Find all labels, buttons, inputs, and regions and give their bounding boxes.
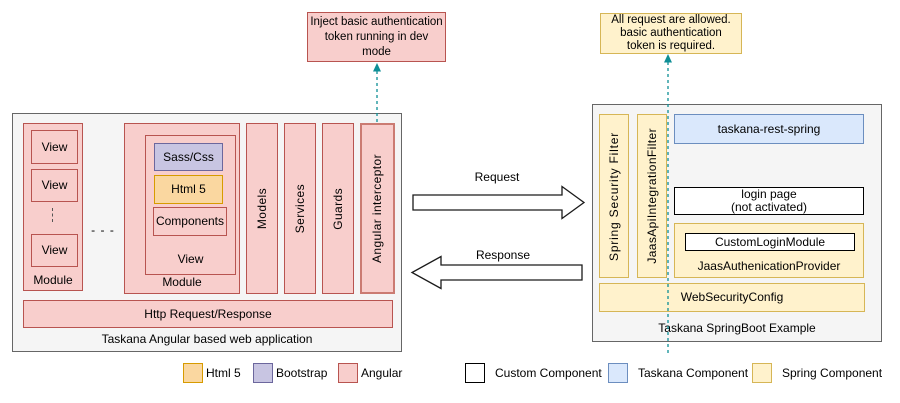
legend-item-angular: Angular (338, 362, 402, 384)
modules-ellipsis: - - - (91, 223, 115, 237)
guards-column: Guards (322, 123, 354, 294)
jaas-authentication-provider-label: JaasAuthenicationProvider (697, 259, 841, 273)
html5-box: Html 5 (154, 175, 223, 204)
angular-interceptor-label: Angular interceptor (370, 154, 384, 263)
legend-item-spring: Spring Component (752, 362, 882, 384)
view-box: View (31, 169, 78, 202)
services-column: Services (284, 123, 316, 294)
custom-component-swatch (465, 363, 485, 383)
sass-css-box: Sass/Css (154, 143, 223, 171)
request-label: Request (474, 170, 520, 184)
angular-swatch (338, 363, 358, 383)
models-label: Models (254, 187, 269, 230)
legend-label: Taskana Component (638, 366, 749, 380)
springboot-title: Taskana SpringBoot Example (658, 321, 816, 335)
dev-token-connector-arrowhead (373, 63, 381, 72)
taskana-rest-spring-box: taskana-rest-spring (674, 114, 864, 144)
auth-connector-arrowhead (664, 54, 672, 63)
legend-label: Spring Component (782, 366, 883, 380)
http-request-response-bar: Http Request/Response (23, 300, 393, 328)
springboot-container: Spring Security Filter JaasApiIntegratio… (592, 104, 882, 342)
response-label: Response (475, 248, 531, 262)
legend-label: Html 5 (206, 366, 241, 380)
spring-security-filter-label: Spring Security Filter (606, 131, 621, 261)
note-dev-token: Inject basic authentication token runnin… (307, 12, 446, 62)
web-security-config-box: WebSecurityConfig (599, 283, 865, 312)
angular-app-container: View View View Module - - - Sass/Css Htm… (12, 113, 402, 352)
models-column: Models (246, 123, 278, 294)
angular-app-title: Taskana Angular based web application (101, 332, 313, 346)
jaas-authentication-provider-box: CustomLoginModule JaasAuthenicationProvi… (674, 223, 864, 278)
request-arrow (412, 185, 586, 220)
html5-swatch (183, 363, 203, 383)
legend-label: Bootstrap (276, 366, 328, 380)
taskana-component-swatch (608, 363, 628, 383)
spring-security-filter-column: Spring Security Filter (599, 114, 629, 278)
view-label: View (177, 252, 204, 266)
services-label: Services (292, 183, 307, 234)
angular-interceptor-column: Angular interceptor (360, 123, 395, 294)
view-box: View (31, 130, 78, 164)
legend-label: Custom Component (495, 366, 602, 380)
module-box-left: View View View Module (23, 123, 83, 291)
view-container: Sass/Css Html 5 Components View (145, 135, 236, 275)
login-page-box: login page (not activated) (674, 187, 864, 215)
legend-item-custom: Custom Component (465, 362, 602, 384)
note-auth-required: All request are allowed. basic authentic… (600, 13, 742, 54)
module-label: Module (162, 275, 202, 289)
jaas-api-integration-filter-label: JaasApiIntegrationFilter (644, 128, 659, 264)
view-box: View (31, 234, 78, 267)
legend-item-bootstrap: Bootstrap (253, 362, 327, 384)
components-box: Components (153, 207, 227, 236)
vertical-ellipsis (52, 208, 53, 222)
guards-label: Guards (330, 187, 345, 230)
module-label: Module (33, 273, 73, 287)
legend-item-html5: Html 5 (183, 362, 241, 384)
jaas-api-integration-filter-column: JaasApiIntegrationFilter (637, 114, 667, 278)
legend-label: Angular (361, 366, 403, 380)
legend-item-taskana: Taskana Component (608, 362, 748, 384)
spring-component-swatch (752, 363, 772, 383)
custom-login-module-box: CustomLoginModule (685, 233, 855, 251)
bootstrap-swatch (253, 363, 273, 383)
module-box-right: Sass/Css Html 5 Components View Module (124, 123, 240, 294)
